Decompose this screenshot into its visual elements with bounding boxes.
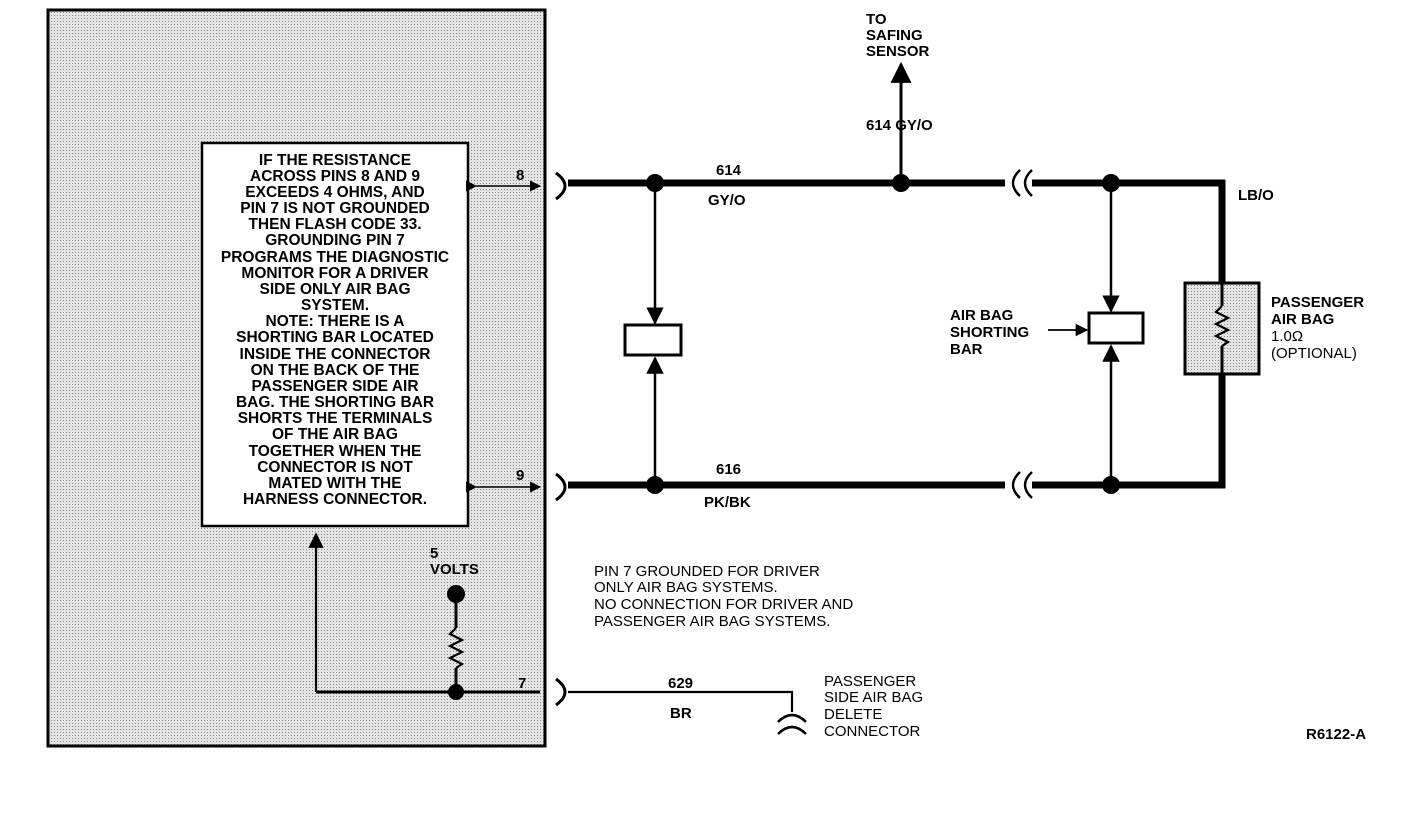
supply-5v-node (447, 585, 465, 603)
note-line: SHORTS THE TERMINALS (238, 410, 433, 427)
supply-voltage-value: 5 (430, 545, 438, 562)
delete-connector-label-line3: DELETE (824, 706, 882, 723)
note-line: OF THE AIR BAG (272, 426, 398, 443)
shorting-bar-label-line1: AIR BAG (950, 307, 1013, 324)
note-line: EXCEEDS 4 OHMS, AND (245, 184, 424, 201)
note-line: SYSTEM. (301, 297, 369, 314)
wire-616-color: PK/BK (704, 494, 751, 511)
pin7-note: PIN 7 GROUNDED FOR DRIVER ONLY AIR BAG S… (594, 563, 853, 630)
right-shorting-bar (1087, 311, 1145, 345)
pin9-label: 9 (516, 467, 524, 484)
delete-connector-label-line2: SIDE AIR BAG (824, 689, 923, 706)
wire-629 (568, 690, 794, 712)
wire-lbo-color: LB/O (1238, 187, 1274, 204)
safing-label-line1: TO (866, 11, 887, 28)
wire-629-circuit: 629 (668, 675, 693, 692)
note-line: SHORTING BAR LOCATED (236, 329, 434, 346)
note-line: HARNESS CONNECTOR. (243, 491, 427, 508)
shorting-bar-label-line2: SHORTING (950, 324, 1029, 341)
note-line: PIN 7 IS NOT GROUNDED (240, 200, 429, 217)
pin7-connector-symbol (555, 677, 567, 707)
left-shorting-bar (623, 323, 683, 357)
delete-connector-symbol (777, 713, 807, 735)
safing-label-line3: SENSOR (866, 43, 930, 60)
note-line: MONITOR FOR A DRIVER (241, 265, 428, 282)
note-line: IF THE RESISTANCE (259, 152, 411, 169)
note-line: MATED WITH THE (268, 475, 401, 492)
pin7-note-line: PIN 7 GROUNDED FOR DRIVER (594, 563, 820, 580)
airbag-squib-resistor-symbol (1213, 305, 1231, 347)
note-line: TOGETHER WHEN THE (249, 443, 422, 460)
note-line: PASSENGER SIDE AIR (251, 378, 418, 395)
note-line: BAG. THE SHORTING BAR (236, 394, 434, 411)
pin7-label: 7 (518, 675, 526, 692)
note-line: PROGRAMS THE DIAGNOSTIC (221, 249, 449, 266)
safing-label-line2: SAFING (866, 27, 923, 44)
passenger-airbag-resistance: 1.0Ω (1271, 328, 1303, 345)
note-line: INSIDE THE CONNECTOR (240, 346, 431, 363)
wire-passenger-return (1032, 375, 1226, 489)
pull-up-resistor-symbol (447, 627, 465, 669)
wire-614-color: GY/O (708, 192, 746, 209)
pin7-note-line: NO CONNECTION FOR DRIVER AND (594, 596, 853, 613)
wire-629-color: BR (670, 705, 692, 722)
pin9-connector-symbol (555, 472, 567, 502)
passenger-airbag-label-line1: PASSENGER (1271, 294, 1364, 311)
note-line: ACROSS PINS 8 AND 9 (250, 168, 420, 185)
wire-lbo (1032, 179, 1226, 290)
module-note-text: IF THE RESISTANCE ACROSS PINS 8 AND 9 EX… (221, 152, 449, 508)
passenger-connector-top-symbol (1011, 169, 1033, 197)
note-line: CONNECTOR IS NOT (257, 459, 413, 476)
safing-wire-label: 614 GY/O (866, 117, 933, 134)
note-line: ON THE BACK OF THE (251, 362, 420, 379)
delete-connector-label-line4: CONNECTOR (824, 723, 921, 740)
supply-voltage-unit: VOLTS (430, 561, 479, 578)
module-note-box (200, 141, 470, 528)
pin7-note-line: PASSENGER AIR BAG SYSTEMS. (594, 613, 830, 630)
passenger-airbag-label-line2: AIR BAG (1271, 311, 1334, 328)
pin8-label: 8 (516, 167, 524, 184)
passenger-airbag-optional: (OPTIONAL) (1271, 345, 1357, 362)
note-line: GROUNDING PIN 7 (265, 232, 405, 249)
pin7-note-line: ONLY AIR BAG SYSTEMS. (594, 579, 778, 596)
note-line: THEN FLASH CODE 33. (248, 216, 421, 233)
note-line: NOTE: THERE IS A (266, 313, 405, 330)
shorting-bar-label-line3: BAR (950, 341, 983, 358)
figure-id: R6122-A (1306, 726, 1366, 743)
passenger-connector-bottom-symbol (1011, 471, 1033, 499)
note-line: SIDE ONLY AIR BAG (259, 281, 410, 298)
wire-616-circuit: 616 (716, 461, 741, 478)
wire-614-circuit: 614 (716, 162, 742, 179)
pin8-connector-symbol (555, 171, 567, 201)
delete-connector-label-line1: PASSENGER (824, 673, 916, 690)
